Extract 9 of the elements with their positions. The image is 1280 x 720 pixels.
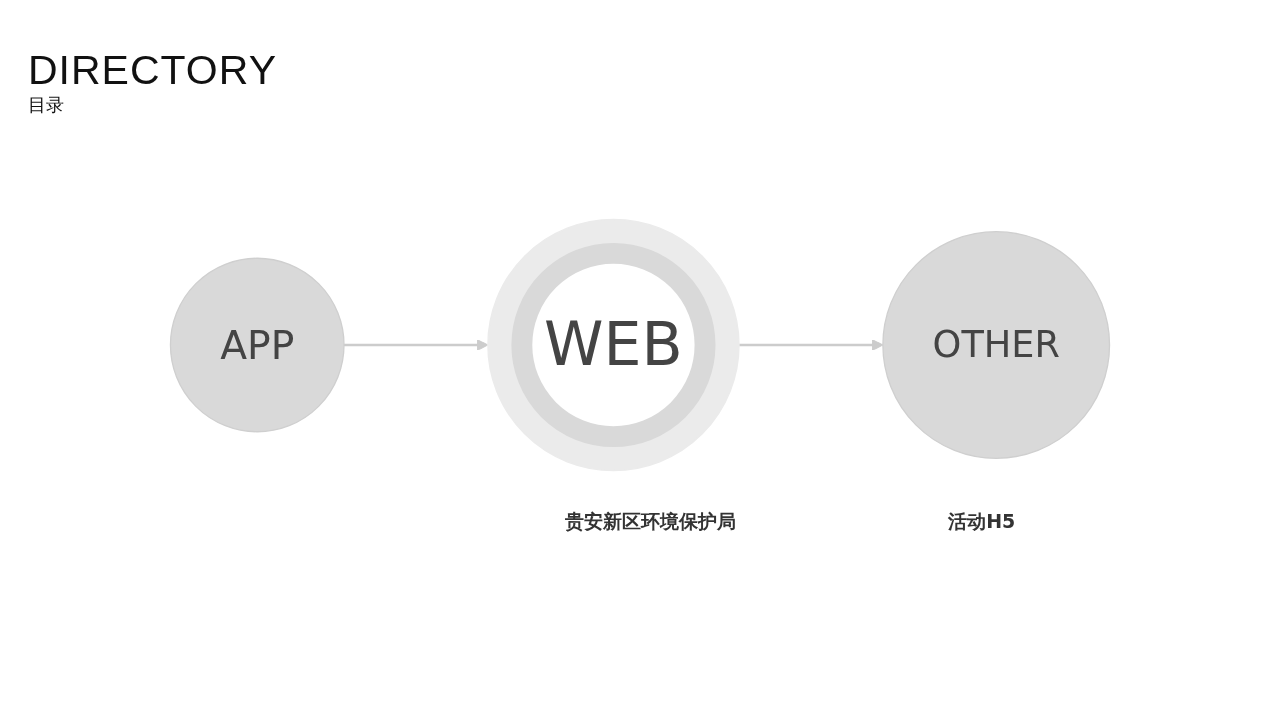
node-circle: WEB (487, 218, 740, 472)
arrow (344, 339, 489, 351)
subtitle-text: 目录 (28, 94, 64, 116)
project-label: 贵安新区环境保护局 (565, 510, 737, 532)
page-title: DIRECTORY (28, 50, 277, 91)
node-circle: OTHER (882, 231, 1111, 459)
node-circle: APP (169, 257, 345, 433)
arrow (739, 339, 884, 351)
project-label: 活动H5 (948, 510, 1016, 532)
